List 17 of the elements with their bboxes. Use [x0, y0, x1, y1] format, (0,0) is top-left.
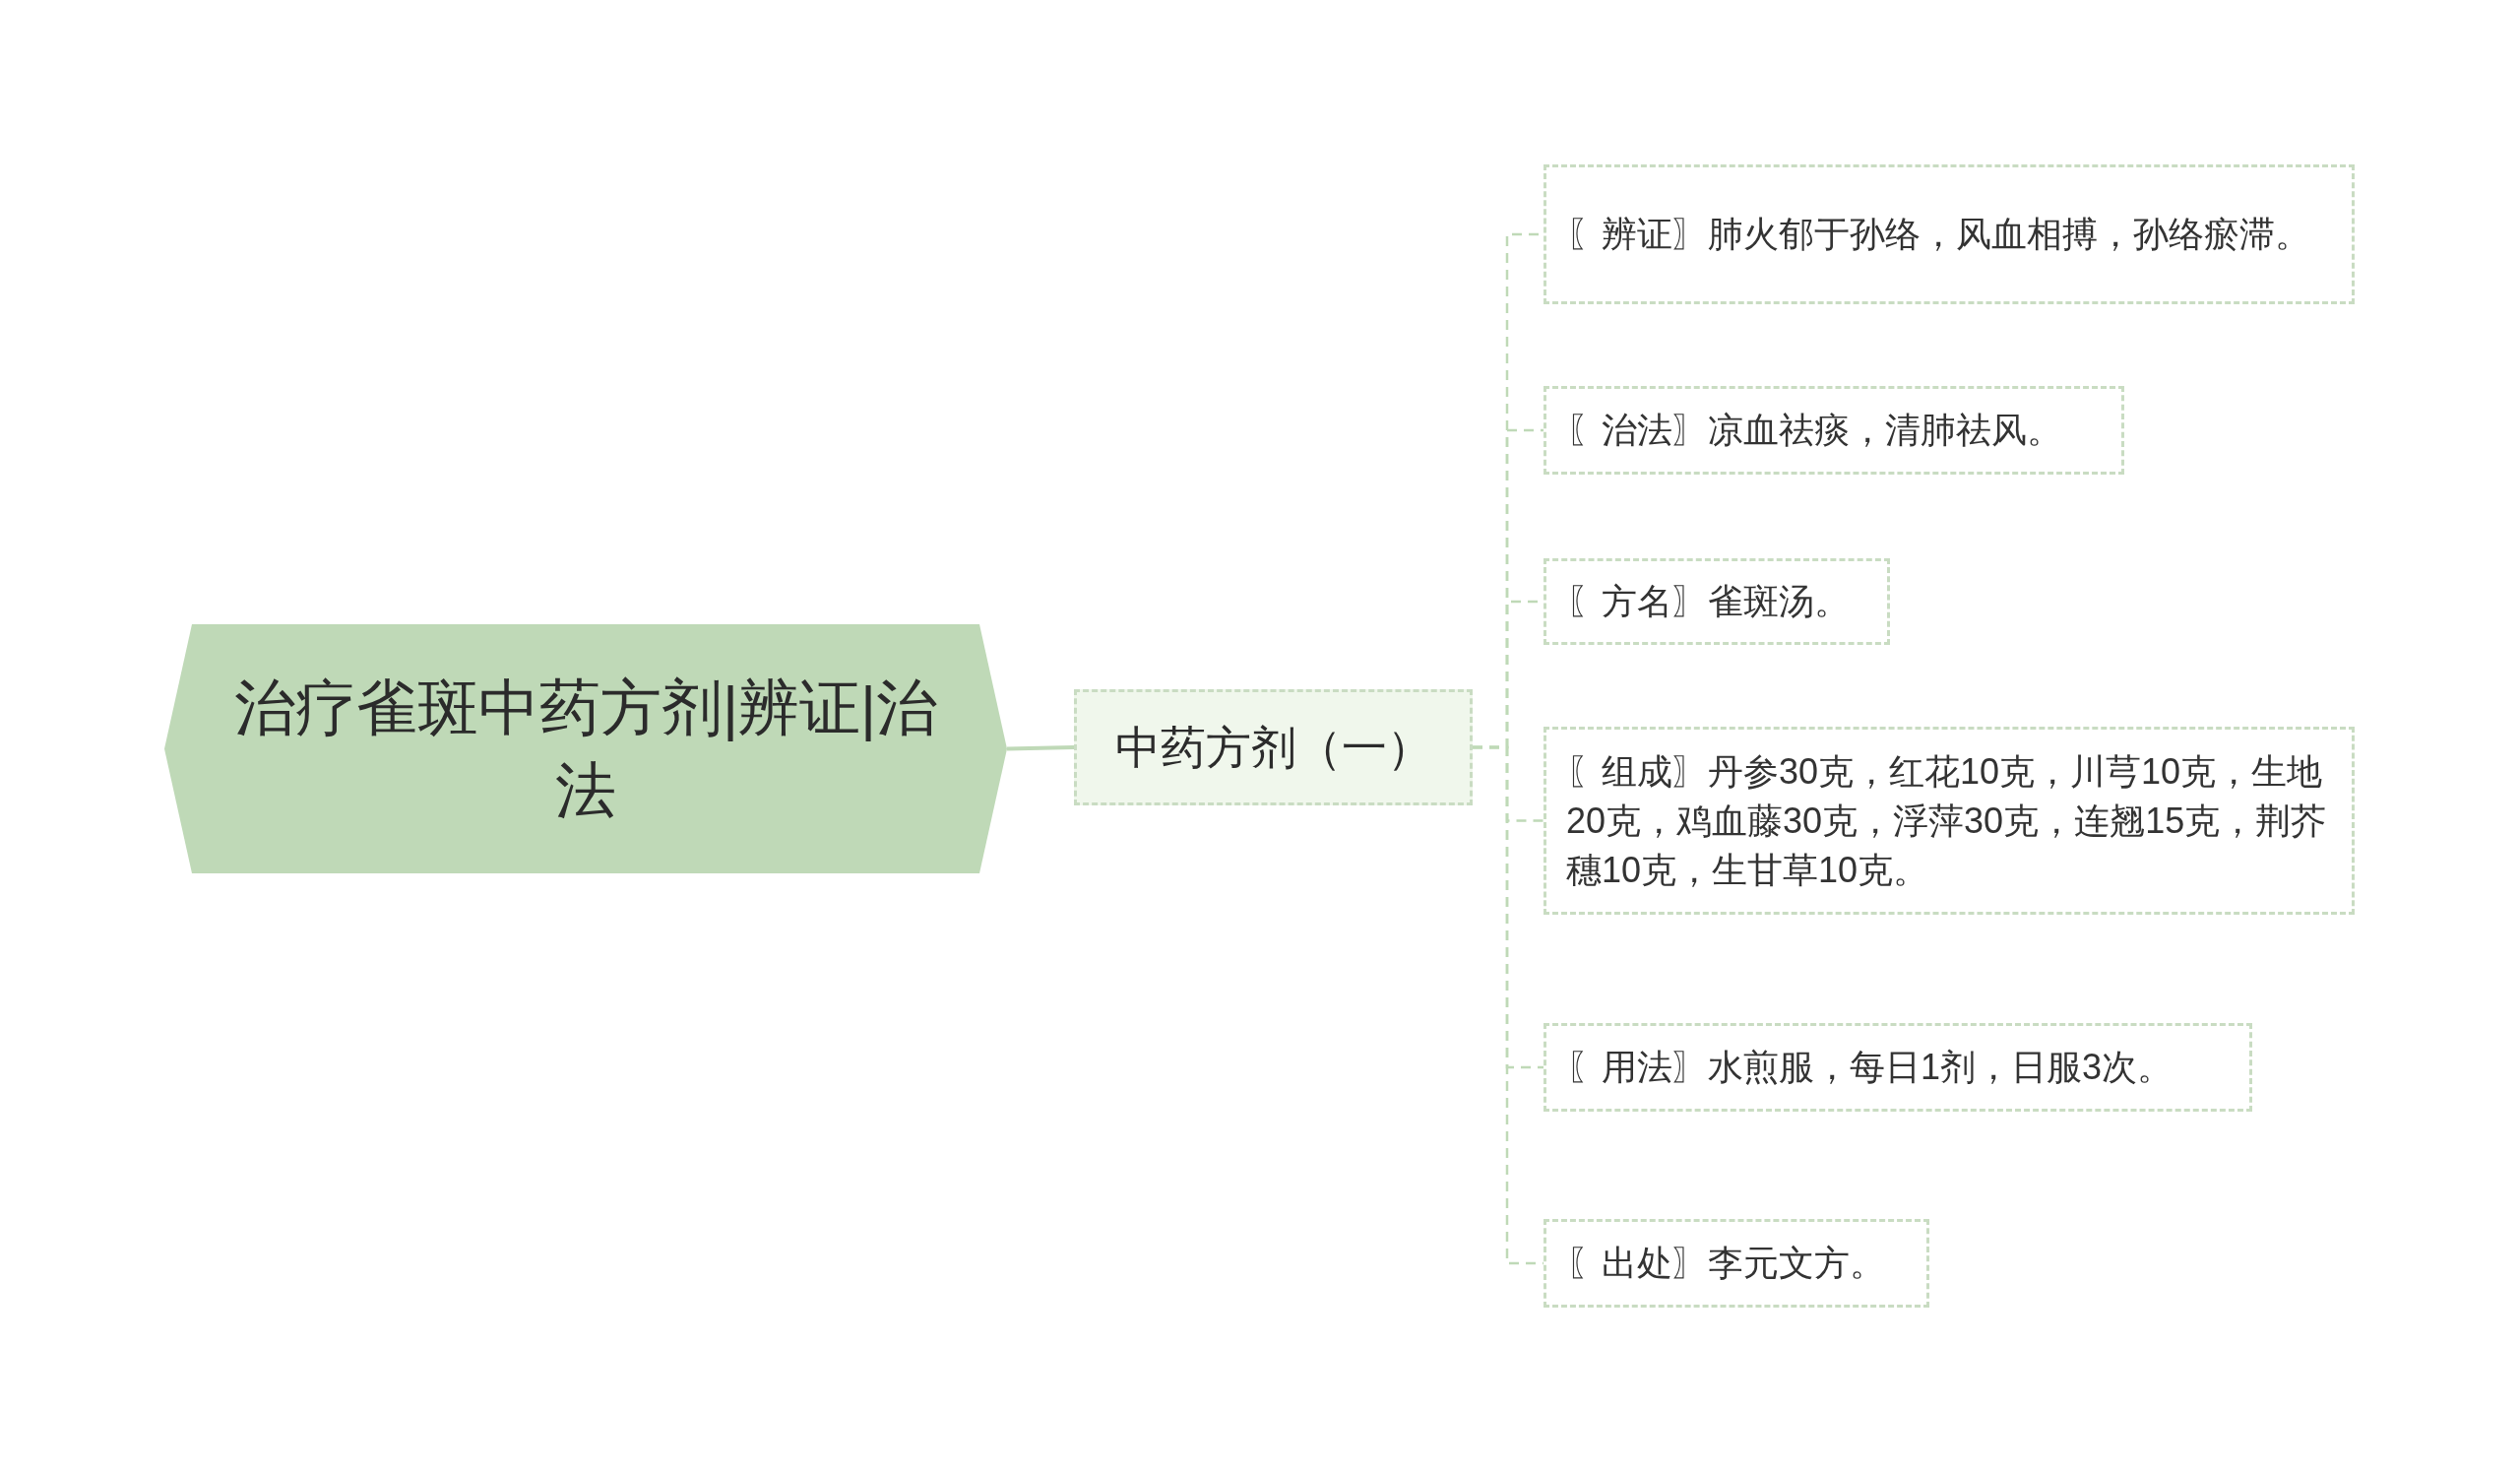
- detail-text: 〖辨证〗肺火郁于孙络，风血相搏，孙络瘀滞。: [1566, 213, 2310, 256]
- detail-box: [1544, 1023, 2252, 1112]
- branch-box: [1074, 689, 1473, 805]
- topic-hexagon: [164, 624, 1007, 873]
- detail-box: [1544, 1219, 1929, 1308]
- branch-label: 中药方剂（一）: [1114, 720, 1432, 775]
- detail-box: [1544, 558, 1890, 645]
- detail-text: 〖治法〗凉血祛痰，清肺祛风。: [1566, 409, 2062, 452]
- connector: [1006, 745, 1075, 751]
- detail-box: [1544, 386, 2124, 475]
- detail-box: [1544, 164, 2355, 304]
- detail-text: 〖组成〗丹参30克，红花10克，川芎10克，生地20克，鸡血藤30克，浮萍30克，连翘15克，荆芥穗10克，生甘草10克。: [1566, 749, 2328, 892]
- detail-text: 〖用法〗水煎服，每日1剂，日服3次。: [1566, 1046, 2174, 1089]
- topic-title: 治疗雀斑中药方剂|辨证|治法: [232, 672, 939, 826]
- detail-text: 〖出处〗李元文方。: [1566, 1242, 1885, 1285]
- detail-text: 〖方名〗雀斑汤。: [1566, 580, 1850, 623]
- detail-box: [1544, 727, 2355, 915]
